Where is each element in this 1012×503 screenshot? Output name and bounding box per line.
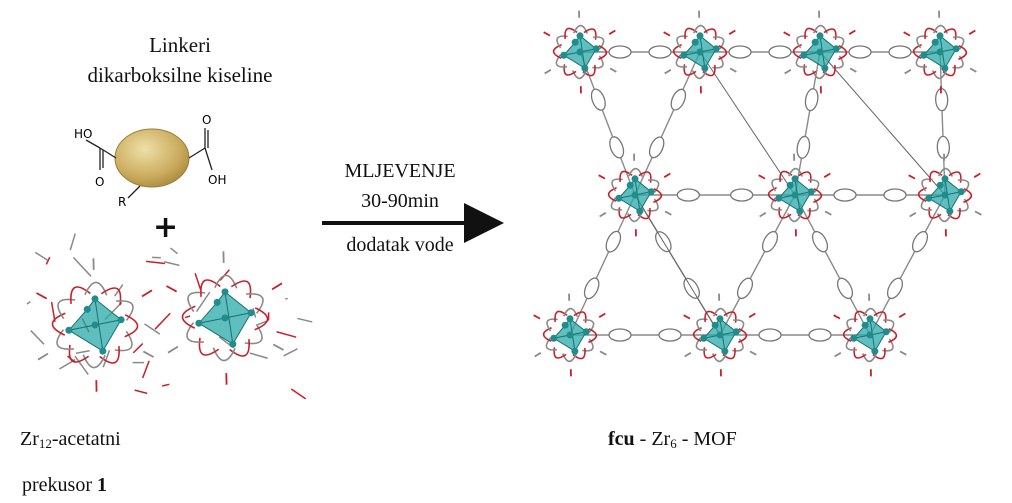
label-o-right: O (202, 113, 211, 127)
linker-title-line1: Linkeri (149, 33, 211, 57)
plus-sign: + (153, 210, 179, 245)
mof-node (533, 293, 607, 377)
condition-time: 30-90min (361, 190, 439, 212)
fcu-mof-lattice (533, 10, 982, 377)
zr-cluster-left (36, 258, 154, 392)
condition-milling: MLJEVENJE (344, 160, 456, 182)
mof-node (783, 10, 857, 94)
precursor-label: Zr12-acetatni (20, 428, 121, 451)
reaction-conditions: MLJEVENJE 30-90min dodatak vode (300, 156, 500, 260)
precursor-label-line2: prekusor 1 (22, 474, 107, 496)
label-oh: OH (208, 173, 226, 187)
linker-title-line2: dikarboksilne kiseline (87, 63, 273, 87)
mof-node (758, 153, 832, 237)
linker-molecule: HO O O OH R (74, 113, 226, 209)
label-r: R (118, 195, 126, 209)
label-ho: HO (74, 127, 92, 141)
condition-water: dodatak vode (346, 234, 454, 256)
zr-cluster-right (166, 251, 284, 385)
mof-node (903, 10, 977, 94)
mof-node (663, 10, 737, 94)
mof-node (833, 293, 907, 377)
linker-title: Linkeri dikarboksilne kiseline (60, 30, 300, 90)
mof-node (908, 153, 982, 237)
mof-label: fcu - Zr6 - MOF (608, 428, 737, 451)
label-o-left: O (95, 175, 104, 189)
linker-body (114, 128, 190, 188)
mof-node (683, 293, 757, 377)
zr12-precursor-structure (26, 233, 313, 400)
mof-node (598, 153, 672, 237)
mof-node (543, 10, 617, 94)
